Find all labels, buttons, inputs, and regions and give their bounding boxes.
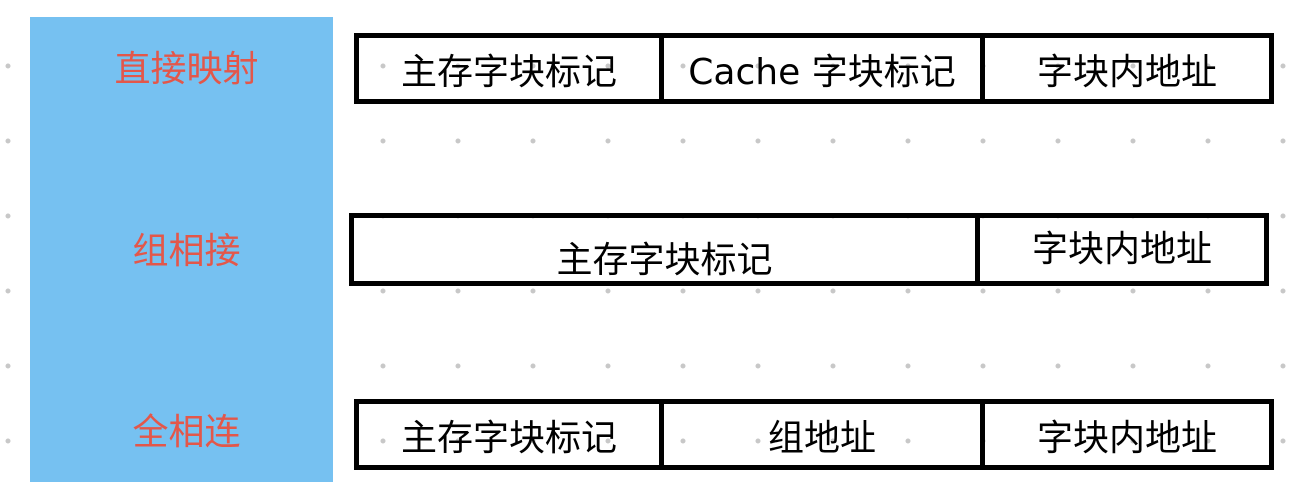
grid-dot xyxy=(530,288,536,294)
grid-dot xyxy=(980,363,986,369)
grid-dot xyxy=(755,63,761,69)
grid-dot xyxy=(680,288,686,294)
grid-dot xyxy=(1055,363,1061,369)
grid-dot xyxy=(530,438,536,444)
grid-dot xyxy=(1130,438,1136,444)
grid-dot xyxy=(1280,438,1286,444)
grid-dot xyxy=(1205,63,1211,69)
grid-dot xyxy=(980,288,986,294)
grid-dot xyxy=(905,438,911,444)
grid-dot xyxy=(905,363,911,369)
address-format-set-associative: 主存字块标记 字块内地址 xyxy=(349,213,1269,286)
grid-dot xyxy=(1280,138,1286,144)
grid-dot xyxy=(455,288,461,294)
grid-dot xyxy=(680,63,686,69)
grid-dot xyxy=(905,138,911,144)
grid-dot xyxy=(5,438,11,444)
grid-dot xyxy=(380,63,386,69)
grid-dot xyxy=(755,438,761,444)
grid-dot xyxy=(5,63,11,69)
field-cache-block-tag: Cache 字块标记 xyxy=(659,38,980,99)
grid-dot xyxy=(830,438,836,444)
grid-dot xyxy=(380,138,386,144)
grid-dot xyxy=(1130,63,1136,69)
grid-dot xyxy=(5,288,11,294)
grid-dot xyxy=(380,438,386,444)
grid-dot xyxy=(5,363,11,369)
grid-dot xyxy=(455,63,461,69)
field-set-address: 组地址 xyxy=(659,404,980,465)
field-main-block-tag: 主存字块标记 xyxy=(556,239,773,281)
grid-dot xyxy=(455,438,461,444)
grid-dot xyxy=(1130,288,1136,294)
grid-dot xyxy=(1280,63,1286,69)
grid-dot xyxy=(980,138,986,144)
address-format-fully-associative: 主存字块标记 组地址 字块内地址 xyxy=(354,399,1274,470)
grid-dot xyxy=(755,138,761,144)
grid-dot xyxy=(1130,138,1136,144)
grid-dot xyxy=(905,288,911,294)
field-block-offset: 字块内地址 xyxy=(980,404,1269,465)
grid-dot xyxy=(605,138,611,144)
grid-dot xyxy=(455,363,461,369)
grid-dot xyxy=(530,138,536,144)
grid-dot xyxy=(1280,288,1286,294)
grid-dot xyxy=(755,363,761,369)
grid-dot xyxy=(1280,363,1286,369)
grid-dot xyxy=(605,288,611,294)
grid-dot xyxy=(1205,363,1211,369)
grid-dot xyxy=(380,363,386,369)
label-direct-mapping: 直接映射 xyxy=(114,49,259,90)
grid-dot xyxy=(605,363,611,369)
field-block-offset: 字块内地址 xyxy=(980,38,1269,99)
grid-dot xyxy=(680,438,686,444)
grid-dot xyxy=(455,138,461,144)
grid-dot xyxy=(1130,363,1136,369)
grid-dot xyxy=(755,288,761,294)
grid-dot xyxy=(380,288,386,294)
grid-dot xyxy=(1055,438,1061,444)
field-main-block-tag: 主存字块标记 xyxy=(400,417,617,459)
mapping-type-panel xyxy=(30,17,333,482)
grid-dot xyxy=(605,438,611,444)
grid-dot xyxy=(1280,213,1286,219)
label-fully-associative: 全相连 xyxy=(132,412,241,453)
grid-dot xyxy=(530,63,536,69)
grid-dot xyxy=(680,138,686,144)
grid-dot xyxy=(1205,438,1211,444)
grid-dot xyxy=(1055,138,1061,144)
grid-dot xyxy=(680,363,686,369)
grid-dot xyxy=(830,63,836,69)
grid-dot xyxy=(830,363,836,369)
label-set-associative: 组相接 xyxy=(132,231,241,272)
field-main-block-tag: 主存字块标记 xyxy=(400,51,617,93)
grid-dot xyxy=(1205,138,1211,144)
address-format-direct: 主存字块标记 Cache 字块标记 字块内地址 xyxy=(354,33,1274,104)
grid-dot xyxy=(5,138,11,144)
grid-dot xyxy=(1055,288,1061,294)
grid-dot xyxy=(905,63,911,69)
grid-dot xyxy=(830,138,836,144)
grid-dot xyxy=(530,363,536,369)
grid-dot xyxy=(1055,63,1061,69)
field-block-offset: 字块内地址 xyxy=(975,218,1264,281)
grid-dot xyxy=(1205,288,1211,294)
grid-dot xyxy=(830,288,836,294)
grid-dot xyxy=(605,63,611,69)
grid-dot xyxy=(5,213,11,219)
